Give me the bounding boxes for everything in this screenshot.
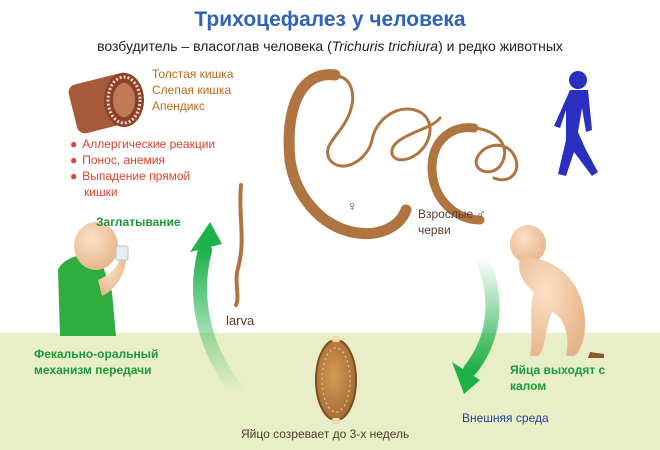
organ-item: Толстая кишка: [152, 67, 234, 81]
label-larva: larva: [226, 313, 255, 328]
organ-list: Толстая кишка Слепая кишка Апендикс: [152, 66, 233, 114]
symptom-list: ●Аллергические реакции ●Понос, анемия ●В…: [70, 136, 250, 200]
symptom-item-continued: кишки: [84, 185, 118, 199]
label-environment: Внешняя среда: [462, 411, 549, 425]
arrow-down-icon: [452, 251, 500, 394]
organ-item: Слепая кишка: [152, 83, 232, 97]
intestine-tube-icon: [68, 72, 144, 134]
label-egg-matures: Яйцо созревает до 3-х недель: [241, 427, 410, 441]
label-fecal-oral: Фекально-оральный механизм передачи: [34, 347, 159, 377]
label-adults: Взрослые ♂ черви: [418, 207, 486, 237]
male-symbol: ♂: [476, 207, 486, 221]
egg-icon: [315, 336, 357, 424]
squatting-person-icon: [510, 225, 604, 358]
subtitle-suffix: ) и редко животных: [438, 38, 563, 54]
female-symbol: ♀: [347, 198, 358, 214]
symptom-item: ●Аллергические реакции: [70, 137, 216, 151]
walking-person-silhouette-icon: [554, 71, 598, 176]
symptom-item: ●Выпадение прямой: [70, 169, 191, 183]
organ-item: Апендикс: [152, 99, 205, 113]
female-worm: [283, 69, 442, 239]
label-eggs-out: Яйца выходят с калом: [510, 363, 606, 393]
label-swallowing: Заглатывание: [96, 215, 181, 229]
page-title: Трихоцефалез у человека: [194, 8, 466, 31]
arrow-up-icon: [190, 222, 245, 399]
larva-worm: [234, 183, 244, 307]
male-worm: [427, 123, 519, 225]
subtitle-latin: Trichuris trichiura: [331, 38, 439, 54]
page-subtitle: возбудитель – власоглав человека (Trichu…: [0, 38, 660, 54]
symptom-item: ●Понос, анемия: [70, 153, 165, 167]
drinking-person-icon: [58, 222, 129, 336]
subtitle-prefix: возбудитель – власоглав человека (: [97, 38, 332, 54]
